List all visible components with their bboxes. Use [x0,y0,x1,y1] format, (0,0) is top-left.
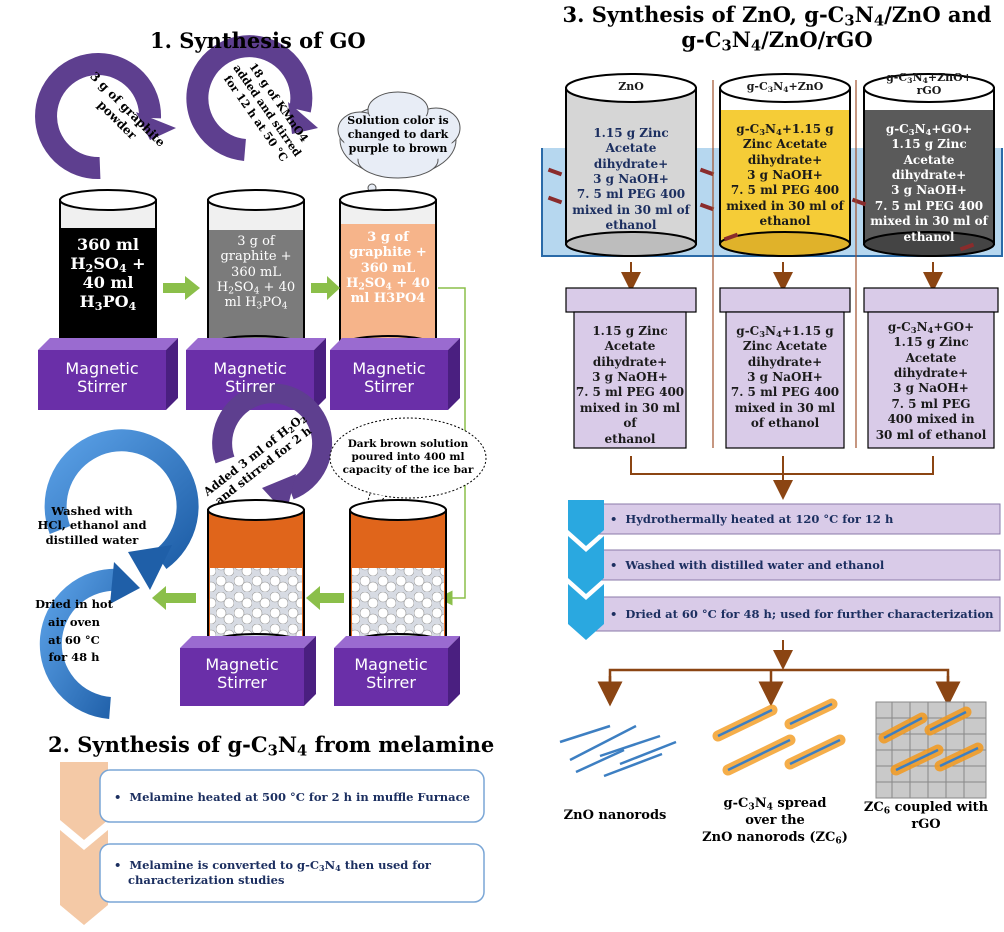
zno-beaker-1 [565,73,697,257]
green-arrow-3 [306,586,344,610]
beaker-4 [207,499,305,655]
zno-box-2 [719,287,851,449]
zno-beaker-1-label: ZnO [618,80,644,93]
beaker-5 [349,499,447,655]
stirrer-4 [180,636,316,706]
gcn-step-2: • Melamine is converted to g-C3N4 then u… [114,858,431,887]
zno-box-3 [863,287,999,449]
zno-beaker-3 [863,73,995,257]
output-3-label: ZC6 coupled with rGO [863,800,989,832]
section-3-title: 3. Synthesis of ZnO, g-C3N4/ZnO and g-C3… [562,2,992,55]
beaker-1-text: 360 ml H2SO4 + 40 ml H3PO4 [70,235,146,313]
stirrer-1 [38,338,178,410]
section-2-title: 2. Synthesis of g-C3N4 from melamine [48,732,495,760]
zno-step-1: • Hydrothermally heated at 120 °C for 12… [610,512,894,526]
curved-arrow-2 [186,35,318,161]
thought-cloud [337,91,461,201]
section-1-title: 1. Synthesis of GO [150,28,366,53]
green-arrow-1 [163,276,200,300]
zno-beaker-2 [719,73,851,257]
gcn-step-1: • Melamine heated at 500 °C for 2 h in m… [114,790,470,804]
process-steps [568,500,1001,640]
curved-arrow-1 [35,53,176,180]
coated-nanorods-image [712,698,846,776]
stirrer-5 [334,636,460,706]
stirrer-3 [330,338,460,410]
blue-arrow-dry [39,562,140,719]
zno-step-2: • Washed with distilled water and ethano… [610,558,885,572]
beaker-2-text: 3 g of graphite + 360 mL H2SO4 + 40 ml H… [216,234,296,312]
beaker-3 [339,189,437,357]
zno-step-3: • Dried at 60 °C for 48 h; used for furt… [610,607,994,621]
output-1-label: ZnO nanorods [563,808,667,823]
zno-box-1 [565,287,697,449]
blue-arrow-wash [44,429,199,590]
output-2-label: g-C3N4 spread over the ZnO nanorods (ZC6… [702,796,848,847]
green-arrow-2 [311,276,340,300]
gcn-chevrons [60,762,485,925]
rgo-sheet-image [875,701,987,799]
zno-beaker-3-label: g-C3N4+ZnO+ rGO [886,71,972,97]
zno-beaker-2-label: g-C3N4+ZnO [746,80,824,94]
zno-nanorods-image [559,724,677,778]
green-arrow-4 [152,586,196,610]
stir-bars [547,167,975,252]
beaker-3-text: 3 g of graphite + 360 mL H2SO4 + 40 ml H… [346,230,430,307]
